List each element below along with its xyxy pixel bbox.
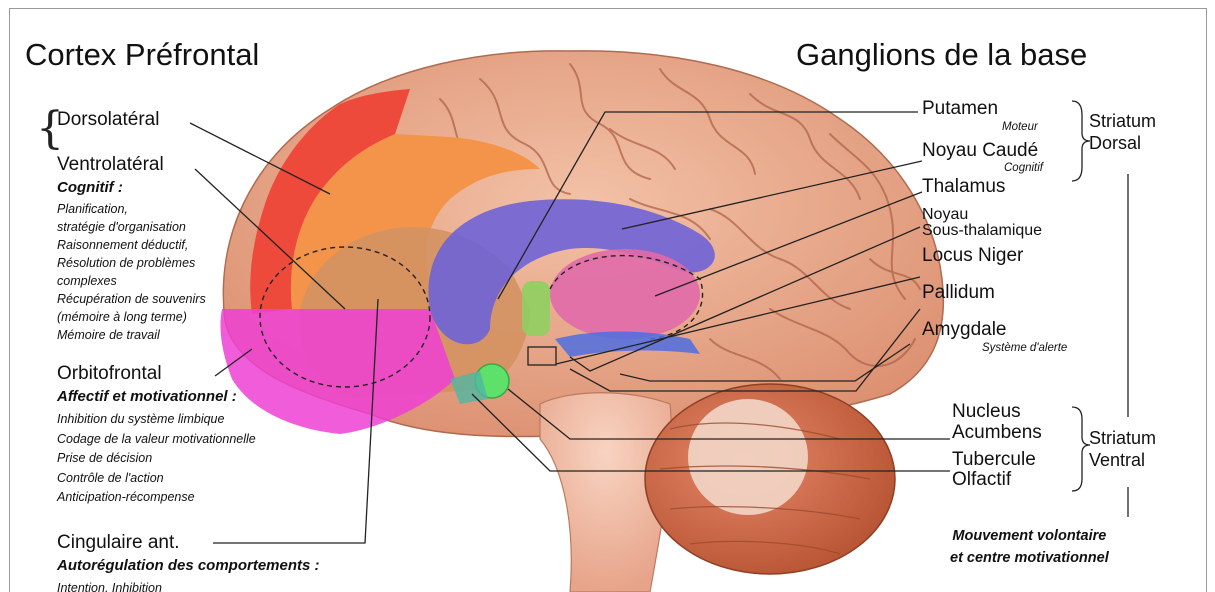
- cognitif-heading: Cognitif :: [57, 179, 123, 196]
- group-striatum-ventral-line2: Ventral: [1089, 449, 1156, 471]
- label-putamen: Putamen: [922, 98, 998, 120]
- label-orbitofrontal: Orbitofrontal: [57, 363, 162, 385]
- affectif-item: Codage de la valeur motivationnelle: [57, 430, 256, 450]
- cognitif-item: stratégie d'organisation: [57, 218, 206, 236]
- footer-line2: et centre motivationnel: [950, 547, 1109, 569]
- autoregulation-item: Intention, Inhibition: [57, 579, 162, 592]
- note-putamen: Moteur: [1002, 121, 1038, 133]
- label-olfactif: Olfactif: [952, 469, 1011, 491]
- affectif-item: Contrôle de l'action: [57, 469, 256, 489]
- group-striatum-dorsal-line2: Dorsal: [1089, 132, 1156, 154]
- affectif-heading: Affectif et motivationnel :: [57, 388, 237, 405]
- label-locus-niger: Locus Niger: [922, 245, 1023, 267]
- cerebellum-arbor: [688, 399, 808, 515]
- footer-line1: Mouvement volontaire: [950, 525, 1109, 547]
- autoregulation-heading: Autorégulation des comportements :: [57, 557, 320, 574]
- footer-caption: Mouvement volontaire et centre motivatio…: [950, 525, 1109, 569]
- note-noyau-caude: Cognitif: [1004, 162, 1043, 174]
- label-cingulaire: Cingulaire ant.: [57, 532, 180, 554]
- pallidum-green: [522, 281, 550, 336]
- label-ventrolateral: Ventrolatéral: [57, 154, 164, 176]
- cognitif-item: Mémoire de travail: [57, 326, 206, 344]
- label-tubercule: Tubercule: [952, 449, 1036, 471]
- label-nucleus: Nucleus: [952, 401, 1021, 423]
- label-amygdale: Amygdale: [922, 319, 1007, 341]
- title-cortex-prefrontal: Cortex Préfrontal: [25, 37, 259, 73]
- title-ganglions-base: Ganglions de la base: [796, 37, 1087, 73]
- affectif-list: Inhibition du système limbique Codage de…: [57, 410, 256, 508]
- cognitif-item: Raisonnement déductif,: [57, 236, 206, 254]
- autoregulation-list: Intention, Inhibition: [57, 579, 162, 592]
- label-dorsolateral: Dorsolatéral: [57, 109, 159, 131]
- cognitif-item: Résolution de problèmes: [57, 254, 206, 272]
- label-pallidum: Pallidum: [922, 282, 995, 304]
- cognitif-item: complexes: [57, 272, 206, 290]
- label-acumbens: Acumbens: [952, 422, 1042, 444]
- label-thalamus: Thalamus: [922, 176, 1005, 198]
- cognitif-item: (mémoire à long terme): [57, 308, 206, 326]
- group-striatum-dorsal: Striatum Dorsal: [1089, 110, 1156, 154]
- note-amygdale: Système d'alerte: [982, 342, 1067, 354]
- group-striatum-ventral: Striatum Ventral: [1089, 427, 1156, 471]
- label-noyau: Noyau: [922, 207, 968, 223]
- group-striatum-dorsal-line1: Striatum: [1089, 110, 1156, 132]
- cognitif-item: Planification,: [57, 200, 206, 218]
- affectif-item: Inhibition du système limbique: [57, 410, 256, 430]
- label-sous-thalamique: Sous-thalamique: [922, 223, 1042, 239]
- group-striatum-ventral-line1: Striatum: [1089, 427, 1156, 449]
- thalamus: [550, 249, 700, 339]
- diagram-frame: Cortex Préfrontal Ganglions de la base {…: [9, 8, 1207, 592]
- affectif-item: Prise de décision: [57, 449, 256, 469]
- affectif-item: Anticipation-récompense: [57, 488, 256, 508]
- label-noyau-caude: Noyau Caudé: [922, 140, 1038, 162]
- cognitif-list: Planification, stratégie d'organisation …: [57, 200, 206, 344]
- cognitif-item: Récupération de souvenirs: [57, 290, 206, 308]
